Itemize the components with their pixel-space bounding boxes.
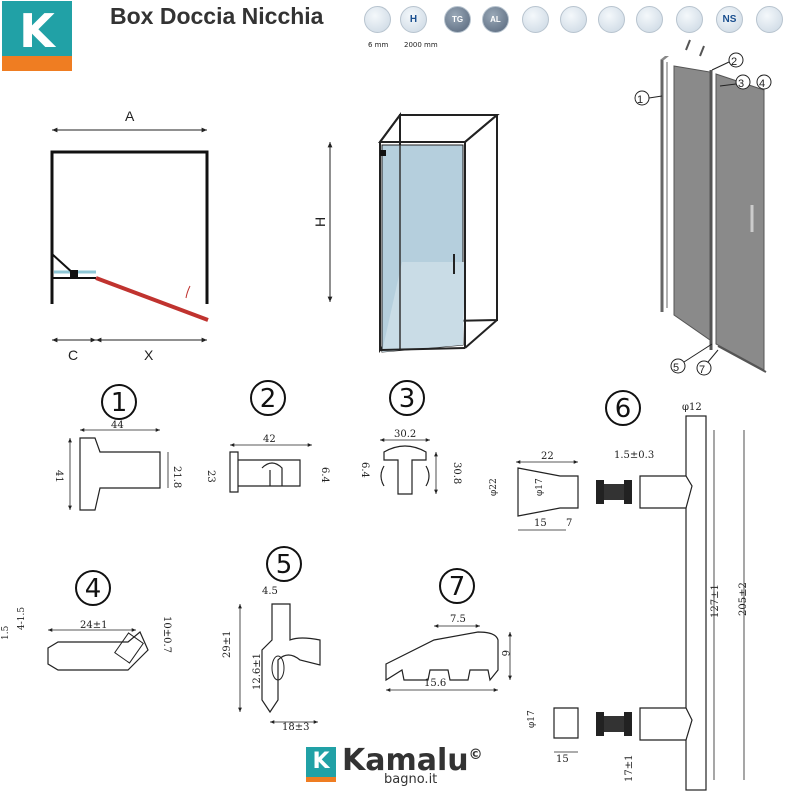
svg-text:29±1: 29±1 xyxy=(222,631,233,658)
thickness-icon xyxy=(364,6,391,33)
callout-5: 5 xyxy=(673,362,679,374)
part-7-profile: 7.5 6 15.6 xyxy=(385,614,512,692)
part-number-1: 1 xyxy=(101,384,137,420)
svg-text:7: 7 xyxy=(566,518,572,529)
part-number-6: 6 xyxy=(605,390,641,426)
spec-thickness: 6 mm xyxy=(368,41,389,49)
svg-text:15: 15 xyxy=(534,518,547,529)
svg-text:φ17: φ17 xyxy=(527,710,537,728)
enclosure-3d-view: H xyxy=(312,111,500,354)
svg-text:30.2: 30.2 xyxy=(394,429,416,440)
part-number-2: 2 xyxy=(250,380,286,416)
part-number-5: 5 xyxy=(266,546,302,582)
plan-label-x: X xyxy=(144,347,154,363)
svg-text:24±1: 24±1 xyxy=(80,620,107,631)
kamalu-logo: K xyxy=(2,1,72,71)
view3d-label-h: H xyxy=(312,217,328,227)
svg-text:10±0.7: 10±0.7 xyxy=(161,616,172,653)
plan-view: A C X xyxy=(50,108,209,363)
tempered-glass-icon: TG xyxy=(444,6,471,33)
svg-text:30.8: 30.8 xyxy=(451,462,462,484)
svg-text:41: 41 xyxy=(53,470,64,483)
part-1-profile: 44 41 21.8 xyxy=(53,420,182,511)
brand-domain: bagno.it xyxy=(384,772,438,787)
kamalu-brand-logo: K Kamalu© bagno.it xyxy=(306,743,506,787)
svg-text:4-1.5: 4-1.5 xyxy=(17,607,27,630)
aluminium-icon: AL xyxy=(482,6,509,33)
spec-height: 2000 mm xyxy=(404,41,438,49)
reversible-icon xyxy=(560,6,587,33)
part-6-handle: φ12 1.5±0.3 22 φ22 φ17 15 7 127±1 205±2 … xyxy=(489,402,749,791)
svg-text:15.6: 15.6 xyxy=(424,678,446,689)
certified-icon xyxy=(676,6,703,33)
logo-letter: K xyxy=(19,4,55,58)
logo-teal-block xyxy=(2,1,72,56)
svg-text:21.8: 21.8 xyxy=(171,466,182,488)
plan-label-a: A xyxy=(125,108,135,124)
svg-text:18±3: 18±3 xyxy=(282,722,309,733)
svg-text:205±2: 205±2 xyxy=(738,582,749,616)
brand-logo-mark: K xyxy=(306,747,336,782)
svg-text:7.5: 7.5 xyxy=(450,614,466,625)
svg-text:22: 22 xyxy=(541,451,554,462)
anti-limestone-icon: NS xyxy=(716,6,743,33)
handle-icon xyxy=(598,6,625,33)
svg-text:6: 6 xyxy=(499,650,510,656)
height-icon: H xyxy=(400,6,427,33)
callout-1: 1 xyxy=(637,94,643,106)
part-3-profile: 30.2 6.4 30.8 xyxy=(359,429,462,495)
svg-text:6.4: 6.4 xyxy=(359,462,370,478)
callout-7: 7 xyxy=(699,364,705,376)
part-2-profile: 42 23 6.4 xyxy=(205,434,330,493)
svg-text:4.5: 4.5 xyxy=(262,586,278,597)
callout-2: 2 xyxy=(731,56,737,68)
svg-text:1.5±0.3: 1.5±0.3 xyxy=(614,450,654,461)
part-number-4: 4 xyxy=(75,570,111,606)
profile-icon xyxy=(522,6,549,33)
part-5-profile: 4.5 29±1 12.6±1 18±3 xyxy=(222,586,321,733)
brand-name: Kamalu© xyxy=(342,743,483,778)
svg-text:127±1: 127±1 xyxy=(710,584,721,618)
logo-orange-strip xyxy=(2,56,72,71)
svg-text:φ22: φ22 xyxy=(489,478,499,496)
svg-text:6.4: 6.4 xyxy=(319,467,330,483)
callout-3: 3 xyxy=(738,78,744,90)
svg-text:12.6±1: 12.6±1 xyxy=(252,653,263,690)
part-4-profile: 24±1 10±0.7 4-1.5 1.5 xyxy=(1,607,172,671)
callout-4: 4 xyxy=(759,78,765,90)
svg-text:23: 23 xyxy=(205,470,216,483)
exploded-view: 1 2 3 4 5 7 xyxy=(634,39,772,376)
svg-text:φ12: φ12 xyxy=(682,402,702,413)
svg-text:17±1: 17±1 xyxy=(624,755,635,782)
part-number-3: 3 xyxy=(389,380,425,416)
part-number-7: 7 xyxy=(439,568,475,604)
svg-text:42: 42 xyxy=(263,434,276,445)
svg-text:15: 15 xyxy=(556,754,569,765)
water-drop-icon xyxy=(756,6,783,33)
svg-text:φ17: φ17 xyxy=(535,478,545,496)
plan-label-c: C xyxy=(68,347,78,363)
svg-text:44: 44 xyxy=(111,420,124,431)
page-title: Box Doccia Nicchia xyxy=(110,3,324,29)
easy-clean-icon xyxy=(636,6,663,33)
svg-text:1.5: 1.5 xyxy=(1,625,11,640)
